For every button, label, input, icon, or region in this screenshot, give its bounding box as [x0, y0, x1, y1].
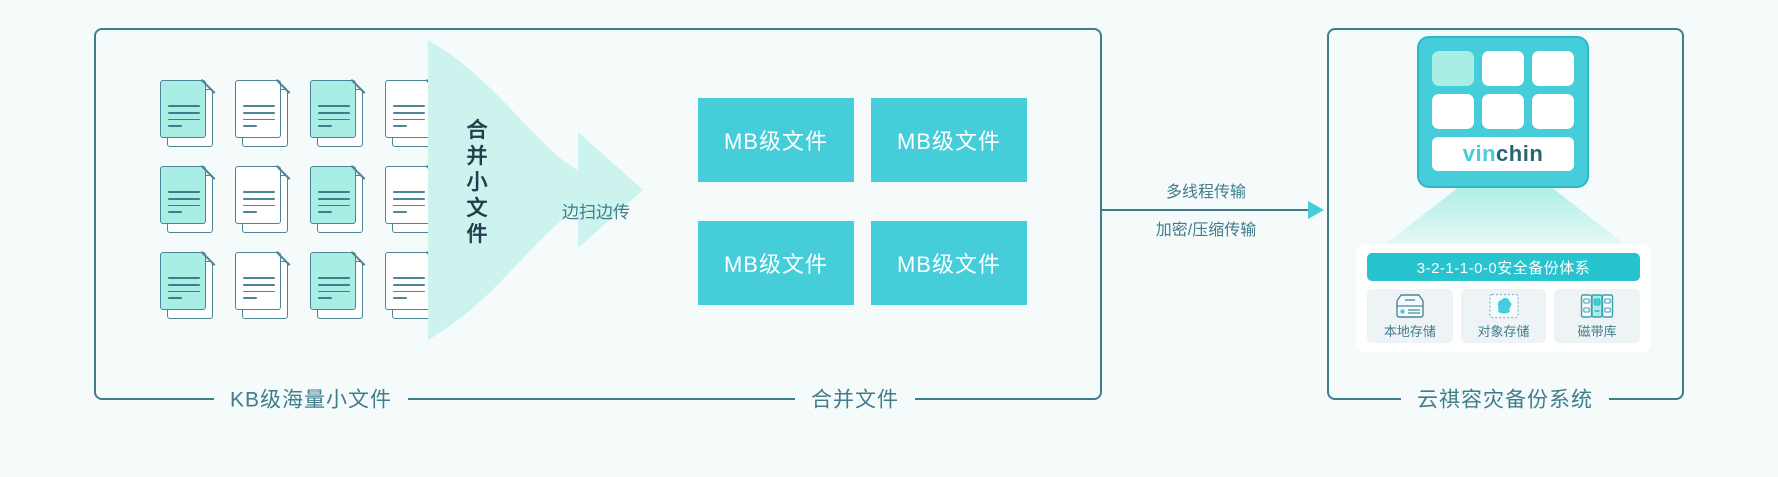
document-text-lines — [393, 105, 425, 132]
transfer-arrow-line — [1102, 209, 1310, 211]
merge-funnel-label: 合并小文件 — [466, 119, 488, 246]
document-text-lines — [243, 277, 275, 304]
document-fold-line — [202, 165, 217, 180]
logo-square — [1482, 51, 1524, 86]
mb-file-box: MB级文件 — [871, 221, 1027, 305]
document-front-sheet — [310, 166, 356, 224]
document-front-sheet — [160, 80, 206, 138]
document-text-lines — [168, 191, 200, 218]
document-icon — [235, 251, 292, 322]
document-front-sheet — [385, 80, 431, 138]
document-text-lines — [318, 277, 350, 304]
document-fold-line — [277, 251, 292, 266]
mb-file-box: MB级文件 — [871, 98, 1027, 182]
transfer-arrow-group: 多线程传输 加密/压缩传输 — [1102, 150, 1334, 240]
logo-square-accent — [1432, 51, 1474, 86]
document-front-sheet — [160, 166, 206, 224]
logo-word-prefix: vin — [1462, 141, 1497, 166]
document-text-lines — [318, 105, 350, 132]
document-front-sheet — [235, 80, 281, 138]
storage-target-label: 磁带库 — [1577, 323, 1617, 339]
merged-files-label: 合并文件 — [795, 389, 915, 411]
document-text-lines — [393, 191, 425, 218]
document-fold-line — [352, 165, 367, 180]
vinchin-system-label: 云祺容灾备份系统 — [1401, 389, 1609, 411]
document-icon — [235, 165, 292, 236]
logo-square — [1482, 94, 1524, 129]
document-fold-line — [202, 251, 217, 266]
logo-square — [1532, 94, 1574, 129]
document-front-sheet — [385, 166, 431, 224]
document-icon — [160, 79, 217, 150]
storage-target-label: 本地存储 — [1383, 323, 1436, 339]
transfer-arrow-head-icon — [1308, 201, 1324, 219]
document-text-lines — [243, 191, 275, 218]
merge-funnel-arrow — [428, 40, 698, 340]
document-front-sheet — [235, 252, 281, 310]
storage-targets-card: 3-2-1-1-0-0安全备份体系 本地存储 — [1356, 244, 1651, 352]
storage-target-list: 本地存储 对象存储 — [1367, 289, 1641, 343]
logo-word-suffix: chin — [1496, 141, 1544, 166]
document-text-lines — [243, 105, 275, 132]
storage-target-tape[interactable]: 磁带库 — [1554, 289, 1641, 343]
document-icon — [310, 79, 367, 150]
document-text-lines — [393, 277, 425, 304]
document-fold-line — [277, 165, 292, 180]
document-icon — [160, 251, 217, 322]
storage-target-local[interactable]: 本地存储 — [1367, 289, 1453, 343]
document-front-sheet — [235, 166, 281, 224]
document-icon — [160, 165, 217, 236]
mb-file-box: MB级文件 — [698, 221, 854, 305]
document-front-sheet — [310, 252, 356, 310]
local-disk-icon — [1393, 293, 1427, 319]
document-icon — [310, 251, 367, 322]
document-fold-line — [352, 79, 367, 94]
kb-small-files-label: KB级海量小文件 — [213, 389, 409, 411]
scan-transfer-label: 边扫边传 — [562, 203, 630, 222]
document-text-lines — [318, 191, 350, 218]
document-fold-line — [202, 79, 217, 94]
document-front-sheet — [310, 80, 356, 138]
document-front-sheet — [160, 252, 206, 310]
tape-library-icon — [1580, 293, 1614, 319]
safety-backup-banner: 3-2-1-1-0-0安全备份体系 — [1367, 253, 1640, 281]
storage-target-object[interactable]: 对象存储 — [1460, 289, 1547, 343]
logo-square — [1532, 51, 1574, 86]
document-fold-line — [352, 251, 367, 266]
document-text-lines — [168, 105, 200, 132]
document-icon — [235, 79, 292, 150]
document-front-sheet — [385, 252, 431, 310]
storage-target-label: 对象存储 — [1477, 323, 1530, 339]
logo-square — [1432, 94, 1474, 129]
small-file-grid — [160, 79, 460, 338]
small-files-merge-panel — [94, 28, 1102, 400]
logo-square-grid — [1432, 51, 1574, 129]
document-fold-line — [277, 79, 292, 94]
document-text-lines — [168, 277, 200, 304]
document-icon — [310, 165, 367, 236]
encrypt-compress-transfer-label: 加密/压缩传输 — [1155, 222, 1257, 239]
mb-file-box: MB级文件 — [698, 98, 854, 182]
object-cloud-icon — [1487, 293, 1521, 319]
multithread-transfer-label: 多线程传输 — [1165, 184, 1246, 201]
